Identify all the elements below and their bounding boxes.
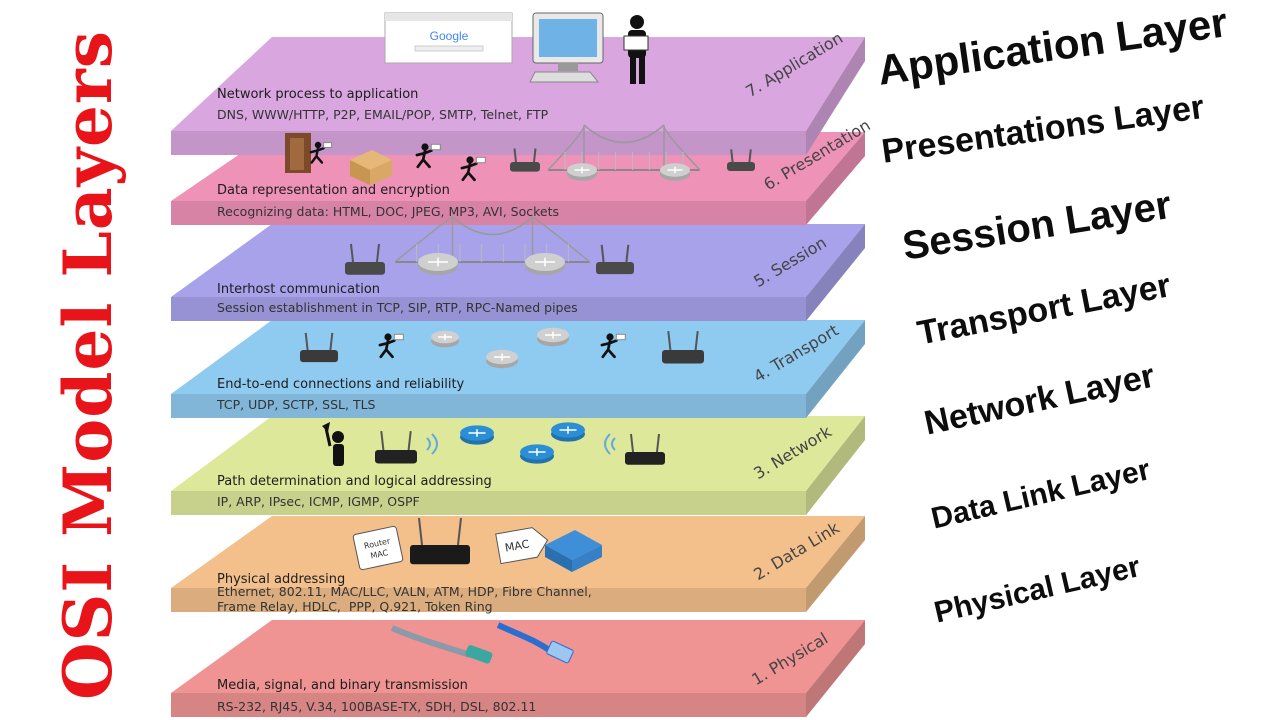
running-person-icon xyxy=(460,156,486,182)
layer-5-description: Interhost communication xyxy=(217,282,381,297)
layer-top-face xyxy=(171,416,865,491)
layer-2-protocols: Ethernet, 802.11, MAC/LLC, VALN, ATM, HD… xyxy=(217,584,592,614)
layer-side-face xyxy=(806,320,865,418)
router-icon xyxy=(410,545,470,565)
envelope-icon xyxy=(623,35,649,51)
router-icon xyxy=(375,450,417,464)
layer-7-description: Network process to application xyxy=(217,87,419,102)
layer-side-face xyxy=(806,416,865,515)
layer-1-protocols: RS-232, RJ45, V.34, 100BASE-TX, SDH, DSL… xyxy=(217,699,537,714)
layer-3-protocols: IP, ARP, IPsec, ICMP, IGMP, OSPF xyxy=(217,494,420,509)
person-icon xyxy=(309,141,333,164)
layer-7-protocols: DNS, WWW/HTTP, P2P, EMAIL/POP, SMTP, Tel… xyxy=(217,107,549,122)
box-icon xyxy=(350,150,392,170)
physical-icons xyxy=(390,622,574,664)
switch-icon xyxy=(545,530,602,560)
layer-front-face xyxy=(171,588,806,612)
session-icons xyxy=(345,216,634,275)
running-person-icon xyxy=(415,143,441,169)
layer-3-description: Path determination and logical addressin… xyxy=(217,474,492,489)
person-icon xyxy=(332,431,344,443)
router-icon xyxy=(596,262,634,275)
layer-front-face xyxy=(171,131,806,155)
layer-top-face xyxy=(171,224,865,297)
layer-front-face xyxy=(171,201,806,225)
layer-side-face xyxy=(806,37,865,155)
layer-6-description: Data representation and encryption xyxy=(217,183,450,198)
layer-4-protocols: TCP, UDP, SCTP, SSL, TLS xyxy=(217,397,376,412)
router-icon xyxy=(510,162,540,172)
running-person-icon xyxy=(600,333,626,359)
presentation-icons xyxy=(285,124,755,185)
fiber-cable-icon xyxy=(390,625,471,658)
svg-text:MAC: MAC xyxy=(370,548,390,561)
mac-tag: MAC xyxy=(495,527,549,565)
router-icon xyxy=(625,452,665,465)
application-icons: Google xyxy=(384,12,649,84)
google-logo: Google xyxy=(430,29,469,43)
person-icon xyxy=(630,15,644,29)
layer-6-protocols: Recognizing data: HTML, DOC, JPEG, MP3, … xyxy=(217,204,560,219)
layer-top-face xyxy=(171,37,865,131)
wireless-icon xyxy=(426,433,438,455)
router-icon xyxy=(662,350,704,364)
layer-side-face xyxy=(806,516,865,612)
layer-side-face xyxy=(806,132,865,225)
layer-front-face xyxy=(171,693,806,717)
network-icons xyxy=(322,422,665,466)
layer-side-face xyxy=(806,224,865,321)
layer-2-description: Physical addressing xyxy=(217,572,346,587)
layer-front-face xyxy=(171,297,806,321)
router-icon xyxy=(300,350,338,363)
layer-4-description: End-to-end connections and reliability xyxy=(217,377,465,392)
layer-top-face xyxy=(171,620,865,693)
svg-text:MAC: MAC xyxy=(504,537,531,554)
layer-1 xyxy=(171,620,865,717)
router-icon xyxy=(727,162,755,171)
layer-7 xyxy=(171,37,865,155)
layer-front-face xyxy=(171,491,806,515)
transport-icons xyxy=(300,327,704,369)
layer-5-protocols: Session establishment in TCP, SIP, RTP, … xyxy=(217,300,578,315)
wireless-icon xyxy=(604,433,616,455)
running-person-icon xyxy=(378,333,404,359)
router-icon xyxy=(345,262,385,275)
layer-side-face xyxy=(806,620,865,717)
browser-window-icon xyxy=(384,12,513,64)
layer-3 xyxy=(171,416,865,515)
layer-front-face xyxy=(171,394,806,418)
layer-5 xyxy=(171,224,865,321)
layer-1-description: Media, signal, and binary transmission xyxy=(217,678,468,693)
